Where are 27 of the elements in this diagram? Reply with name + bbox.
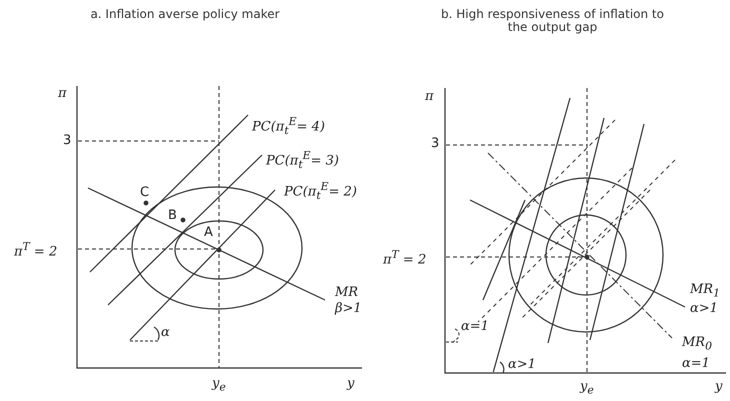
- tick-label: 3: [431, 137, 440, 152]
- curve-label: MR$_{1}$: [690, 283, 720, 300]
- tick-label: 3: [63, 134, 72, 148]
- axis-label: y$_{e}$: [212, 377, 226, 394]
- tick-label: π$^{T}$ = 2: [383, 249, 426, 268]
- point-label: B: [168, 209, 177, 224]
- axis-label: π: [425, 90, 434, 104]
- axis-label: y$_{e}$: [580, 380, 594, 396]
- tick-label: π$^{T}$ = 2: [14, 241, 58, 260]
- curve-label: α>1: [690, 302, 718, 316]
- point-label: A: [204, 226, 213, 240]
- curve-label: β>1: [335, 302, 362, 316]
- curve-label: MR$_{0}$: [682, 336, 712, 352]
- curve-label: PC(π$_{t}$$^{E}$= 2): [284, 181, 357, 202]
- curve-label: PC(π$_{t}$$^{E}$= 3): [266, 150, 339, 171]
- angle-label: α=1: [461, 320, 489, 334]
- angle-label: α: [161, 326, 170, 340]
- axis-label: y: [347, 377, 354, 392]
- curve-label: PC(π$_{t}$$^{E}$= 4): [252, 116, 325, 137]
- panel-title: b. High responsiveness of inflation to the output gap: [440, 8, 665, 34]
- axis-label: π: [58, 87, 67, 102]
- curve-label: MR: [335, 286, 358, 300]
- angle-label: α>1: [508, 358, 536, 372]
- axis-label: y: [715, 380, 722, 394]
- panel-title: a. Inflation averse policy maker: [89, 8, 281, 22]
- curve-label: α=1: [682, 357, 710, 372]
- point-label: C: [140, 186, 150, 200]
